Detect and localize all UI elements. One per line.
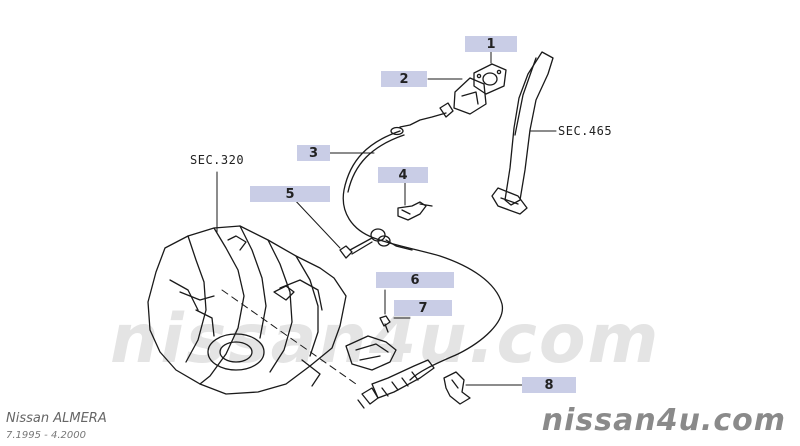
section-ref-320: SEC.320 — [190, 153, 245, 167]
clip-part-8 — [443, 371, 471, 405]
vehicle-model-label: Nissan ALMERA — [6, 411, 107, 426]
bolt-part-5 — [339, 237, 373, 259]
callout-3: 3 — [297, 145, 330, 161]
vehicle-years-label: 7.1995 - 4.2000 — [6, 430, 86, 441]
watermark-small: nissan4u.com — [541, 403, 786, 438]
callout-1: 1 — [465, 36, 517, 52]
cable-adjuster — [357, 359, 435, 409]
clutch-cable-part-3 — [342, 130, 503, 381]
callout-7: 7 — [394, 300, 452, 316]
clip-part-4 — [397, 201, 433, 221]
clutch-pedal-drawing — [491, 51, 554, 215]
gasket-part-1 — [473, 63, 507, 95]
callout-5: 5 — [250, 186, 330, 202]
pin-part-6 — [379, 315, 391, 333]
callout-2: 2 — [381, 71, 427, 87]
withdrawal-lever-part-7 — [345, 335, 397, 371]
callout-4: 4 — [378, 167, 428, 183]
cable-grommet — [370, 228, 413, 251]
bracket-part-2 — [453, 77, 487, 115]
section-ref-465: SEC.465 — [558, 124, 613, 138]
transmission-housing-drawing — [147, 225, 347, 395]
callout-6: 6 — [376, 272, 454, 288]
callout-8: 8 — [522, 377, 576, 393]
